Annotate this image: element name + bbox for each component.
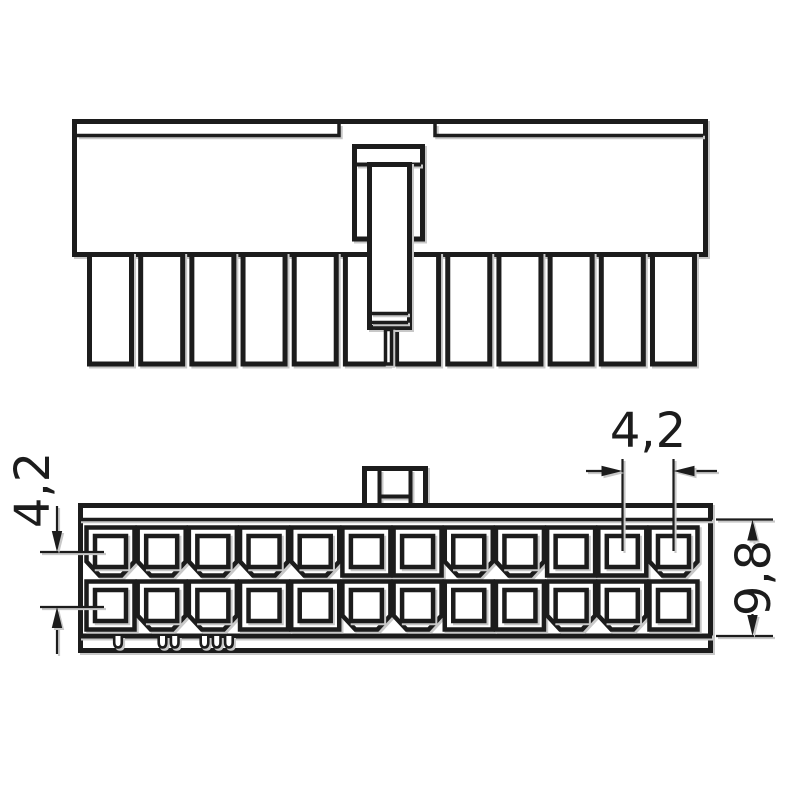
front-latch-inner-lines [377, 470, 413, 503]
side-teeth [87, 252, 697, 367]
cavity-opening-r2c10 [553, 587, 589, 624]
cavity-opening-r1c9 [502, 533, 538, 570]
cavity-opening-r1c8 [451, 533, 487, 570]
cavity-opening-r1c10 [553, 533, 589, 570]
cavity-opening-r2c6 [348, 587, 385, 624]
side-view [72, 119, 708, 367]
side-top-ledge [77, 124, 703, 138]
cavity-opening-r2c12 [655, 587, 692, 624]
dim-row-pitch-label: 4,2 [5, 452, 61, 528]
dim-column-pitch-arrow-right [601, 465, 623, 477]
polarization-rib [112, 636, 124, 649]
dim-housing-height-arrow-up [747, 519, 758, 541]
side-tooth [291, 252, 339, 367]
polarization-rib [199, 636, 210, 649]
cavity-opening-r2c5 [297, 587, 333, 624]
dim-column-pitch-arrow-left [673, 465, 695, 477]
latch-beam [367, 162, 412, 330]
side-tooth [240, 252, 288, 367]
dim-row-pitch-arrow-down [51, 531, 63, 552]
side-tooth [189, 252, 237, 367]
cavity-opening-r1c2 [143, 533, 180, 570]
side-tooth [496, 252, 544, 367]
cavity-opening-r2c7 [399, 587, 436, 624]
cavity-opening-r2c11 [604, 587, 641, 624]
cavity-opening-r2c8 [451, 587, 487, 624]
polarization-rib [223, 636, 234, 649]
front-latch-outline [362, 466, 428, 508]
polarization-rib [169, 636, 180, 649]
side-tooth [138, 252, 186, 367]
latch-stem [383, 327, 394, 366]
front-latch [362, 466, 428, 508]
polarization-rib [157, 636, 168, 649]
polarization-ribs [112, 636, 234, 649]
side-tooth [87, 252, 134, 367]
side-tooth [598, 252, 646, 367]
side-latch [352, 144, 425, 366]
polarization-rib [211, 636, 222, 649]
dim-housing-height-extensions [716, 518, 773, 638]
dim-row-pitch-leaders [40, 550, 104, 609]
dimensions: 4,2 4,2 9,8 [5, 403, 782, 654]
dim-housing-height-arrow-down [747, 615, 758, 636]
cavity-opening-r2c9 [502, 587, 538, 624]
cavity-opening-r2c1 [92, 587, 129, 624]
dim-housing-height: 9,8 [716, 518, 782, 638]
cavity-opening-r1c5 [297, 533, 333, 570]
front-view [78, 466, 713, 653]
cavity-opening-r2c3 [195, 587, 231, 624]
cavity-opening-r1c3 [195, 533, 231, 570]
latch-beam-band [371, 311, 408, 325]
cavity-opening-r2c2 [143, 587, 180, 624]
side-tooth [547, 252, 595, 367]
dim-column-pitch: 4,2 [586, 403, 717, 551]
cavity-opening-r1c4 [246, 533, 282, 570]
dim-row-pitch-arrow-up [51, 607, 63, 628]
cavity-opening-r1c6 [348, 533, 385, 570]
cavity-opening-r2c4 [246, 587, 282, 624]
dim-row-pitch: 4,2 [5, 452, 104, 654]
side-tooth [649, 252, 697, 367]
dim-column-pitch-extensions [621, 459, 675, 551]
dim-housing-height-label: 9,8 [726, 540, 782, 616]
cavity-opening-r1c7 [399, 533, 436, 570]
side-tooth [445, 252, 493, 367]
dim-column-pitch-label: 4,2 [610, 403, 686, 459]
